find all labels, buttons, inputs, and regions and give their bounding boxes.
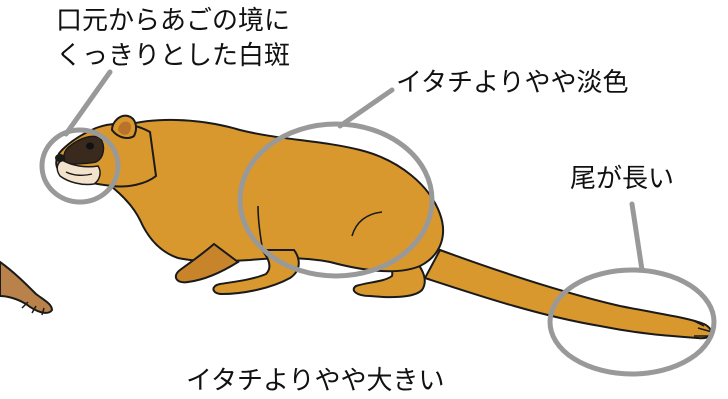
animal-front-leg-far (174, 242, 240, 284)
tail-length-label: 尾が長い (570, 164, 675, 194)
tail-circle (547, 267, 717, 377)
partial-animal-leg (0, 260, 54, 314)
animal-muzzle-white (56, 159, 101, 186)
partial-animal-left (0, 260, 54, 316)
animal-body (94, 119, 445, 273)
size-label: イタチよりやや大きい (186, 366, 445, 396)
animal-tail (423, 248, 713, 340)
leader-line-tail (629, 201, 645, 273)
leader-line-mouth (63, 69, 113, 137)
mouth-marking-label: 口元からあごの境に くっきりとした白斑 (56, 4, 290, 74)
illustration-canvas (0, 69, 717, 377)
mouth-circle (39, 127, 121, 205)
leader-line-body (337, 87, 395, 129)
animal-ear-inner (118, 121, 131, 135)
hind-leg-fold-line (351, 211, 383, 237)
body-color-label: イタチよりやや淡色 (396, 68, 629, 98)
tail-tip-fur (691, 319, 713, 337)
body-fold-line (257, 205, 263, 247)
mouth-marking-line2: くっきりとした白斑 (56, 41, 291, 72)
partial-animal-claws (21, 301, 45, 316)
animal-eye (86, 142, 94, 150)
animal-mouth-line (65, 171, 93, 177)
mouth-marking-line1: 口元からあごの境に (56, 6, 291, 36)
animal-illustration (55, 114, 713, 340)
animal-face-mask (63, 135, 105, 165)
body-circle (237, 121, 435, 279)
animal-nose (55, 154, 65, 162)
